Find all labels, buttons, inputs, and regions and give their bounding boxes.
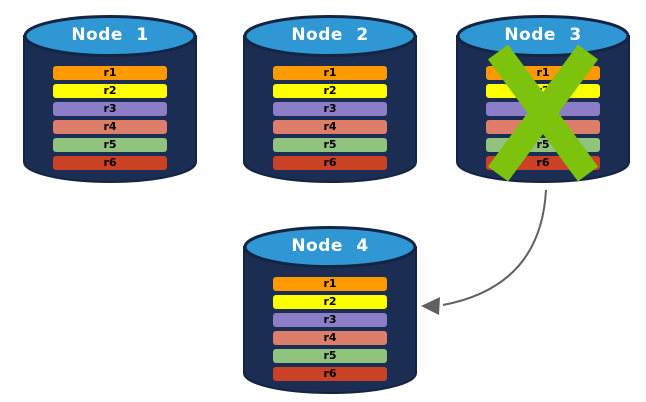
replica-row-label: r1 (323, 66, 337, 79)
replica-row-label: r2 (323, 84, 337, 97)
replica-row: r4 (273, 120, 387, 134)
replica-row-label: r5 (103, 138, 117, 151)
replica-row-label: r3 (103, 102, 117, 115)
replica-row-label: r5 (323, 138, 337, 151)
replica-row-label: r6 (536, 156, 550, 169)
replica-row-label: r5 (323, 349, 337, 362)
replica-row: r2 (273, 295, 387, 309)
node-title: Node 2 (291, 25, 369, 45)
replica-row: r3 (53, 102, 167, 116)
replica-row-label: r1 (536, 66, 550, 79)
node-title: Node 1 (71, 25, 149, 45)
replica-row-label: r3 (323, 102, 337, 115)
replica-row: r6 (273, 367, 387, 381)
replica-rows: r1 r2 r3 r4 r5 r6 (273, 66, 387, 174)
replica-row-label: r1 (323, 277, 337, 290)
replica-row: r5 (53, 138, 167, 152)
replica-row-label: r6 (323, 367, 337, 380)
node-3: Node 3 r1 r2 r3 r4 r5 r6 (455, 13, 631, 185)
replica-row-label: r6 (323, 156, 337, 169)
failover-arrow (421, 189, 547, 315)
replica-row: r4 (273, 331, 387, 345)
node-4: Node 4 r1 r2 r3 r4 r5 r6 (242, 224, 418, 396)
replica-row: r5 (273, 138, 387, 152)
replica-row: r3 (273, 313, 387, 327)
replica-row-label: r2 (103, 84, 117, 97)
replica-row: r2 (273, 84, 387, 98)
replica-row: r6 (53, 156, 167, 170)
failure-x-icon (487, 44, 599, 182)
replica-row: r1 (273, 277, 387, 291)
replica-rows: r1 r2 r3 r4 r5 r6 (53, 66, 167, 174)
replica-row-label: r1 (103, 66, 117, 79)
replica-row: r5 (273, 349, 387, 363)
replica-row: r2 (53, 84, 167, 98)
replica-row-label: r4 (323, 331, 337, 344)
replica-row: r4 (53, 120, 167, 134)
replica-row-label: r4 (323, 120, 337, 133)
node-2: Node 2 r1 r2 r3 r4 r5 r6 (242, 13, 418, 185)
node-title: Node 3 (504, 25, 582, 45)
replica-rows: r1 r2 r3 r4 r5 r6 (273, 277, 387, 385)
replica-row: r3 (273, 102, 387, 116)
replica-row-label: r4 (103, 120, 117, 133)
replica-row: r1 (53, 66, 167, 80)
replica-row-label: r2 (323, 295, 337, 308)
node-title: Node 4 (291, 236, 369, 256)
replica-row-label: r5 (536, 138, 550, 151)
replica-row-label: r3 (323, 313, 337, 326)
replica-row: r1 (273, 66, 387, 80)
replica-row-label: r6 (103, 156, 117, 169)
replica-row: r6 (273, 156, 387, 170)
node-1: Node 1 r1 r2 r3 r4 r5 r6 (22, 13, 198, 185)
